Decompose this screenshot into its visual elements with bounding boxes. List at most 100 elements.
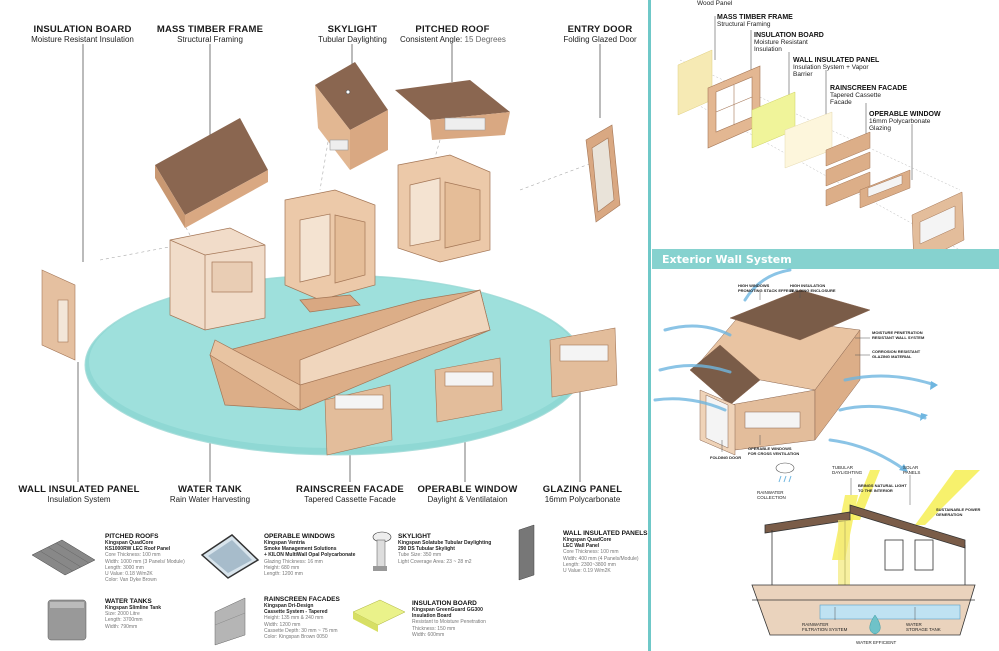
glazing-panel-component — [549, 327, 618, 398]
callout-efficient: WATER EFFICIENT — [856, 640, 896, 645]
spec-line: Tube Size: 350 mm — [398, 552, 442, 559]
spec-wall-panels: WALL INSULATED PANELS Kingspan QuadCore … — [563, 530, 648, 574]
spec-title: WALL INSULATED PANELS — [563, 530, 648, 537]
label-sub: Structural Framing — [177, 35, 243, 44]
house-axon — [689, 289, 871, 456]
spec-line: Width: 400 mm (4 Panels/Module) — [563, 555, 639, 562]
label-glazing-panel: GLAZING PANEL 16mm Polycarbonate — [535, 484, 630, 504]
timber-frame-left — [169, 227, 266, 331]
section-house — [764, 504, 966, 585]
label-sub: Structural Framing — [717, 21, 771, 28]
spec-title: RAINSCREEN FACADES — [264, 596, 340, 603]
spec-line: Width: 1200 mm — [264, 621, 301, 628]
roof-panel-left — [155, 118, 268, 228]
timber-frame-center — [284, 189, 376, 313]
label-skylight: SKYLIGHT Tubular Daylighting — [305, 24, 400, 44]
label-sub: Insulation System — [47, 495, 111, 504]
spec-line: Length: 3000 mm — [105, 564, 144, 571]
label-title: WALL INSULATED PANEL — [793, 57, 880, 64]
callout-line: MOISTURE PENETRATION — [872, 330, 923, 335]
label-sub: Glazing — [869, 125, 892, 132]
section-leader-lines — [834, 475, 916, 620]
callout-high-insulation: HIGH INSULATION BUILDING ENCLOSURE — [790, 283, 836, 293]
callout-line: RAINWATER — [802, 622, 829, 627]
wall-panel-thumbnail — [518, 524, 535, 581]
airflow-arrows — [653, 268, 937, 472]
label-sub: Rain Water Harvesting — [169, 495, 251, 504]
callout-corrosion: CORROSION RESISTANT GLAZING MATERIAL — [872, 349, 920, 359]
spec-line: + KILON MultiWall Opal Polycarbonate — [264, 552, 356, 559]
callout-line: TUBULAR — [832, 465, 854, 470]
label-sub: Moisture Resistant Insulation — [31, 35, 134, 44]
callout-operable-vent: OPERABLE WINDOWS FOR CROSS VENTILATION — [748, 446, 799, 456]
callout-line: HIGH WINDOWS — [738, 283, 770, 288]
section-water-tank — [819, 604, 961, 620]
callout-line: RESISTANT WALL SYSTEM — [872, 335, 925, 340]
callout-line: FOLDING DOOR — [710, 455, 742, 460]
rainscreen-layer — [825, 131, 871, 207]
spec-line: Resistant to Moisture Penetration — [412, 619, 486, 626]
label-title: GLAZING PANEL — [542, 484, 623, 495]
spec-line: Light Coverage Area: 23 ~ 28 m2 — [398, 558, 472, 565]
label-title: INSULATION BOARD — [33, 24, 132, 35]
callout-line: WATER — [906, 622, 922, 627]
spec-roofs: PITCHED ROOFS Kingspan QuadCore KS1000RW… — [105, 533, 185, 583]
spec-line: Color: Van Dyke Brown — [105, 577, 157, 584]
spec-line: Core Thickness: 100 mm — [563, 549, 619, 556]
spec-facades: RAINSCREEN FACADES Kingspan Dri-Design C… — [264, 596, 340, 640]
label-sub: Daylight & Ventilataion — [427, 495, 508, 504]
callout-line: DAYLIGHTING — [832, 470, 863, 475]
callout-rainwater: RAINWATER COLLECTION — [757, 490, 786, 500]
wall-panel-left — [41, 269, 76, 361]
callout-line: RAINWATER — [757, 490, 784, 495]
callout-line: SUSTAINABLE POWER — [936, 507, 981, 512]
panel-divider — [648, 0, 651, 651]
spec-line: KS1000RW LEC Roof Panel — [105, 546, 171, 553]
spec-windows: OPERABLE WINDOWS Kingspan Ventria Smoke … — [264, 533, 355, 577]
label-sub: Insulation — [754, 46, 782, 53]
callout-filtration: RAINWATER FILTRATION SYSTEM — [802, 622, 847, 632]
label-rainscreen: RAINSCREEN FACADE Tapered Cassette Facad… — [295, 484, 405, 504]
callout-line: PANELS — [903, 470, 921, 475]
timber-frame-right — [397, 154, 491, 263]
callout-line: GENERATION — [936, 512, 963, 517]
callout-line: BRINGS NATURAL LIGHT — [858, 483, 907, 488]
section-banner: Exterior Wall System — [652, 249, 999, 269]
label-title: OPERABLE WINDOW — [417, 484, 518, 495]
spec-line: Width: 600mm — [412, 631, 445, 638]
callout-line: CORROSION RESISTANT — [872, 349, 921, 354]
label-wall-panel: WALL INSULATED PANEL Insulation System — [14, 484, 144, 504]
label-title: INSULATION BOARD — [754, 32, 824, 39]
label-title: RAINSCREEN FACADE — [296, 484, 404, 495]
spec-insulation: INSULATION BOARD Kingspan GreenGuard GG3… — [412, 600, 486, 638]
callout-line: HIGH INSULATION — [790, 283, 826, 288]
spec-line: Color: Kingspan Brown 0050 — [264, 634, 328, 641]
airflow-arrowheads — [899, 381, 938, 472]
skylight-thumbnail — [372, 531, 392, 571]
right-label-rainscreen: RAINSCREEN FACADE Tapered Cassette Facad… — [830, 85, 907, 106]
label-title: RAINSCREEN FACADE — [830, 85, 908, 92]
label-sub: 16mm Polycarbonate — [544, 495, 621, 504]
spec-line: Glazing Thickness: 16 mm — [264, 558, 323, 565]
hull-component — [209, 289, 491, 411]
spec-line: LEC Wall Panel — [563, 543, 600, 550]
spec-line: Length: 1200 mm — [264, 571, 303, 578]
spec-line: Length: 2300~3800 mm — [563, 561, 616, 568]
callout-line: BUILDING ENCLOSURE — [790, 288, 836, 293]
spec-skylight: SKYLIGHT Kingspan Solatube Tubular Dayli… — [398, 533, 491, 565]
callout-line: WATER EFFICIENT — [856, 640, 897, 645]
rainscreen-panel — [324, 384, 393, 456]
spec-line: Core Thickness: 100 mm — [105, 552, 161, 559]
window-thumbnail — [200, 534, 260, 579]
label-sub: Barrier — [793, 71, 813, 78]
label-sub: Facade — [830, 99, 852, 106]
spec-line: Kingspan GreenGuard GG300 — [412, 607, 483, 613]
label-title: PITCHED ROOF — [415, 24, 490, 35]
callout-line: STORAGE TANK — [906, 627, 941, 632]
operable-window-panel — [434, 357, 503, 423]
water-drop-icon — [869, 614, 881, 635]
facade-thumbnail — [214, 597, 246, 646]
